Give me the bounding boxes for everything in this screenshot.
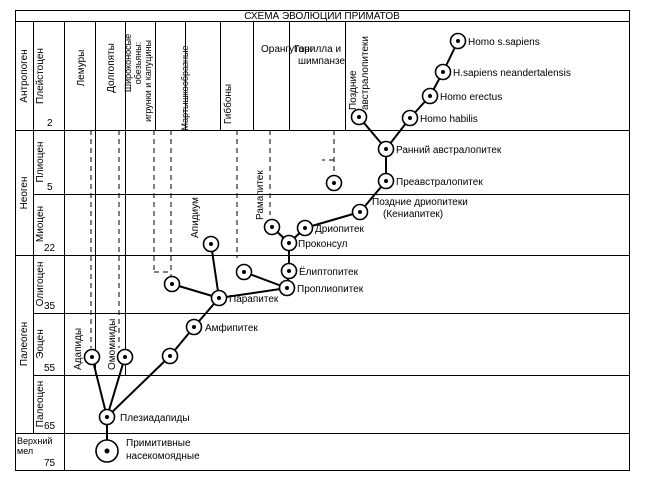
nodes xyxy=(83,32,467,463)
era-label-cretaceous-line1: Верхний xyxy=(17,436,52,446)
node-preaustralopithecus xyxy=(377,172,395,190)
era-label-cretaceous-line2: мел xyxy=(17,446,33,456)
period-label-oligocene: Олигоцен xyxy=(35,262,46,307)
taxon-label-plesiadapids: Плезиадапиды xyxy=(120,413,190,424)
group-label-late-australopithecines-line2: австралопитеки xyxy=(360,36,371,110)
group-label-late-australopithecines-line1: Поздние xyxy=(348,70,359,110)
node-proconsul xyxy=(280,234,298,252)
node-dryopithecus xyxy=(296,219,314,237)
period-age-cretaceous: 75 xyxy=(44,458,56,469)
taxon-label-neanderthal: H.sapiens neandertalensis xyxy=(453,68,571,79)
node-neanderthal xyxy=(434,63,452,81)
taxon-label-parapithecus: Парапитек xyxy=(229,294,279,305)
column-dividers xyxy=(33,21,65,471)
node-late-dryopithecines xyxy=(351,203,369,221)
period-label-miocene: Миоцен xyxy=(35,206,46,242)
period-label-eocene: Эоцен xyxy=(35,329,46,358)
dashed-lineages xyxy=(90,130,335,348)
group-label-platyrrhines-line3: игрунки и капуцины xyxy=(143,40,153,122)
taxon-label-preaustralopithecus: Преавстралопитек xyxy=(396,177,483,188)
period-age-eocene: 55 xyxy=(44,363,56,374)
period-label-pliocene: Плиоцен xyxy=(35,142,46,183)
period-age-oligocene: 35 xyxy=(44,301,56,312)
era-label-anthropogen: Антропоген xyxy=(19,49,30,102)
taxon-label-kenyapithecus: (Кениапитек) xyxy=(383,209,443,220)
diagram-title: СХЕМА ЭВОЛЮЦИИ ПРИМАТОВ xyxy=(244,11,400,22)
taxon-label-homo-sapiens: Homo s.sapiens xyxy=(468,37,540,48)
node-late-australopithecines xyxy=(350,108,368,126)
taxon-label-insectivores-line1: Примитивные xyxy=(126,438,191,449)
node-gibbon-oligocene xyxy=(235,263,253,281)
node-insectivores xyxy=(95,439,119,463)
taxon-label-ramapithecus: Рамапитек xyxy=(255,170,266,220)
period-label-pleistocene: Плейстоцен xyxy=(35,48,46,104)
node-early-australopithecus xyxy=(377,140,395,158)
taxon-label-aelopithecus: Ёлиптопитек xyxy=(299,266,359,278)
node-homo-habilis xyxy=(401,109,419,127)
node-parapithecus xyxy=(210,289,228,307)
taxon-label-amphipithecus: Амфипитек xyxy=(205,322,258,334)
node-amphipithecus xyxy=(185,318,203,336)
period-age-miocene: 22 xyxy=(44,243,56,254)
taxon-label-omomyids: Омомииды xyxy=(107,319,118,370)
group-label-cercopithecids: Мартышкообразные xyxy=(180,46,190,131)
node-pliopithecus xyxy=(202,235,220,253)
period-age-paleocene: 65 xyxy=(44,421,56,432)
node-propliopithecus xyxy=(278,279,296,297)
taxon-label-insectivores-line2: насекомоядные xyxy=(126,451,200,462)
diagram-frame xyxy=(15,10,630,471)
group-label-gorilla-chimp-line2: шимпанзе xyxy=(298,56,345,67)
node-ramapithecus xyxy=(263,218,281,236)
taxon-label-pliopithecus: Апидиум xyxy=(190,197,201,238)
taxon-label-adapids: Адапиды xyxy=(73,328,84,370)
node-aelopithecus xyxy=(280,262,298,280)
group-label-gibbons: Гиббоны xyxy=(222,84,234,124)
group-label-tarsiers: Долгопяты xyxy=(106,43,117,93)
period-age-pleistocene: 2 xyxy=(47,118,53,129)
taxon-label-late-dryopithecines: Поздние дриопитеки xyxy=(372,197,468,208)
node-plesiadapids xyxy=(98,408,116,426)
taxon-label-proconsul: Проконсул xyxy=(298,239,348,250)
period-label-paleocene: Палеоцен xyxy=(35,381,46,427)
era-label-neogen: Неоген xyxy=(19,177,30,210)
taxon-label-homo-habilis: Homo habilis xyxy=(420,114,478,125)
period-dividers xyxy=(15,130,630,434)
node-homo-sapiens xyxy=(449,32,467,50)
taxon-label-dryopithecus: Дриопитек xyxy=(315,224,365,235)
taxon-label-homo-erectus: Homo erectus xyxy=(440,92,502,103)
group-label-platyrrhines-line1: Широконосые xyxy=(123,34,133,92)
node-eocene-anthropoid xyxy=(161,347,179,365)
column-header-dividers xyxy=(95,21,346,376)
node-homo-erectus xyxy=(421,87,439,105)
period-age-pliocene: 5 xyxy=(47,182,53,193)
taxon-label-early-australopithecus: Ранний австралопитек xyxy=(396,145,502,156)
taxon-label-propliopithecus: Проплиопитек xyxy=(297,284,364,295)
node-cercopithecid-oligocene xyxy=(163,275,181,293)
node-omomyids xyxy=(116,348,134,366)
group-label-orangutan: Орангутанг xyxy=(261,44,314,55)
node-adapids xyxy=(83,348,101,366)
era-label-paleogen: Палеоген xyxy=(19,322,30,366)
group-label-platyrrhines-line2: обезьяны: xyxy=(133,42,143,85)
group-label-lemurs: Лемуры xyxy=(76,50,87,87)
node-gorilla-chimp xyxy=(325,174,343,192)
group-label-gorilla-chimp-line1: Горилла и xyxy=(294,44,341,55)
